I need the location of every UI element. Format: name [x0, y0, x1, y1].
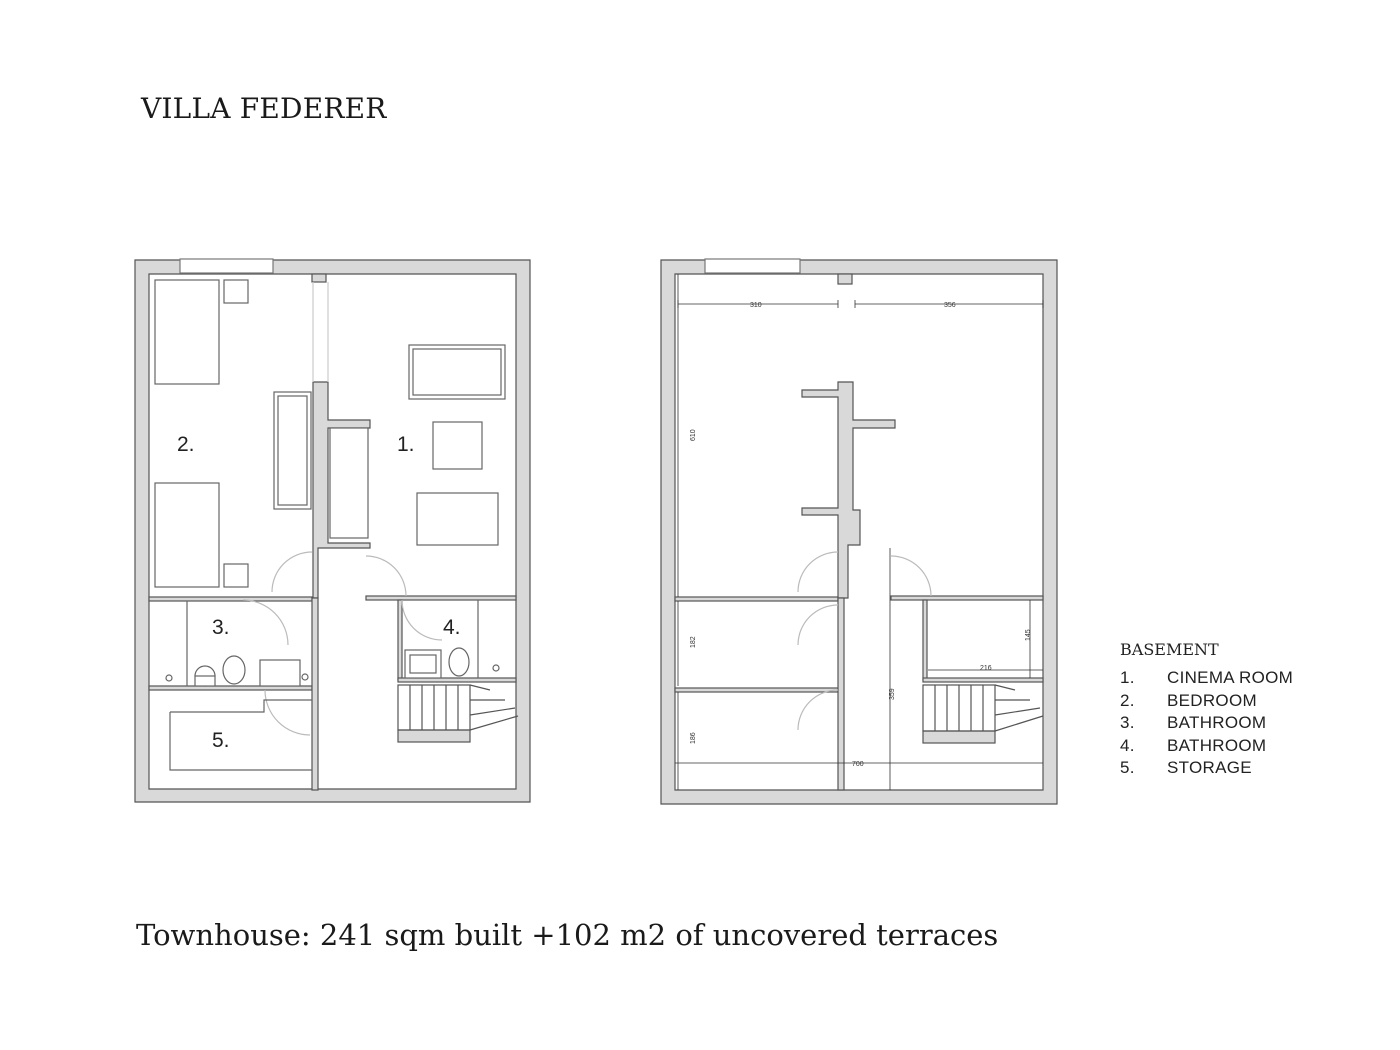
room-number-1: 1.	[397, 433, 415, 456]
legend-item-label: STORAGE	[1167, 758, 1252, 777]
legend-item-number: 3.	[1120, 713, 1135, 732]
dim-label-186: 186	[690, 732, 697, 744]
room-number-2: 2.	[177, 433, 195, 456]
legend-item: 1. CINEMA ROOM	[1120, 667, 1293, 690]
window	[179, 258, 274, 274]
legend-item: 4. BATHROOM	[1120, 735, 1293, 758]
staircase	[922, 684, 1044, 732]
dim-label-182: 182	[690, 636, 697, 648]
dim-label-700: 700	[852, 761, 864, 768]
legend-item: 3. BATHROOM	[1120, 712, 1293, 735]
dim-label-359: 359	[889, 688, 896, 700]
legend-item-label: BATHROOM	[1167, 735, 1267, 755]
legend-item-number: 1.	[1120, 668, 1135, 687]
dim-label-610: 610	[690, 429, 697, 441]
bathroom-fixtures	[165, 600, 500, 687]
dimension-lines	[675, 274, 1044, 790]
page-title: VILLA FEDERER	[141, 92, 387, 125]
legend-item-number: 5.	[1120, 758, 1135, 777]
cinema-furniture	[329, 344, 506, 546]
outer-wall	[660, 259, 1058, 805]
dimensioned-floor-plan: 310 356 610 182 186 359 216 145 700	[660, 258, 1058, 805]
room-number-4: 4.	[443, 616, 461, 639]
room-legend: BASEMENT 1. CINEMA ROOM 2. BEDROOM 3. BA…	[1120, 640, 1293, 780]
window	[704, 258, 801, 274]
legend-item-number: 2.	[1120, 690, 1135, 710]
legend-item-label: BATHROOM	[1167, 713, 1267, 732]
caption: Townhouse: 241 sqm built +102 m2 of unco…	[136, 918, 999, 952]
partition-wall	[801, 381, 896, 599]
legend-heading: BASEMENT	[1120, 640, 1219, 659]
legend-item-label: BEDROOM	[1167, 690, 1257, 710]
dim-label-356: 356	[944, 302, 956, 309]
legend-item: 2. BEDROOM	[1120, 690, 1293, 713]
bedroom-furniture	[154, 279, 312, 588]
room-number-5: 5.	[212, 729, 230, 752]
legend-item-number: 4.	[1120, 735, 1135, 755]
staircase	[397, 684, 519, 731]
room-number-3: 3.	[212, 616, 230, 639]
dim-label-216: 216	[980, 665, 992, 672]
legend-item-label: CINEMA ROOM	[1167, 668, 1294, 687]
outer-wall	[134, 259, 531, 803]
dim-label-145: 145	[1025, 629, 1032, 641]
furnished-floor-plan: 1. 2. 3. 4. 5.	[134, 258, 531, 803]
dim-label-310: 310	[750, 302, 762, 309]
legend-item: 5. STORAGE	[1120, 757, 1293, 780]
